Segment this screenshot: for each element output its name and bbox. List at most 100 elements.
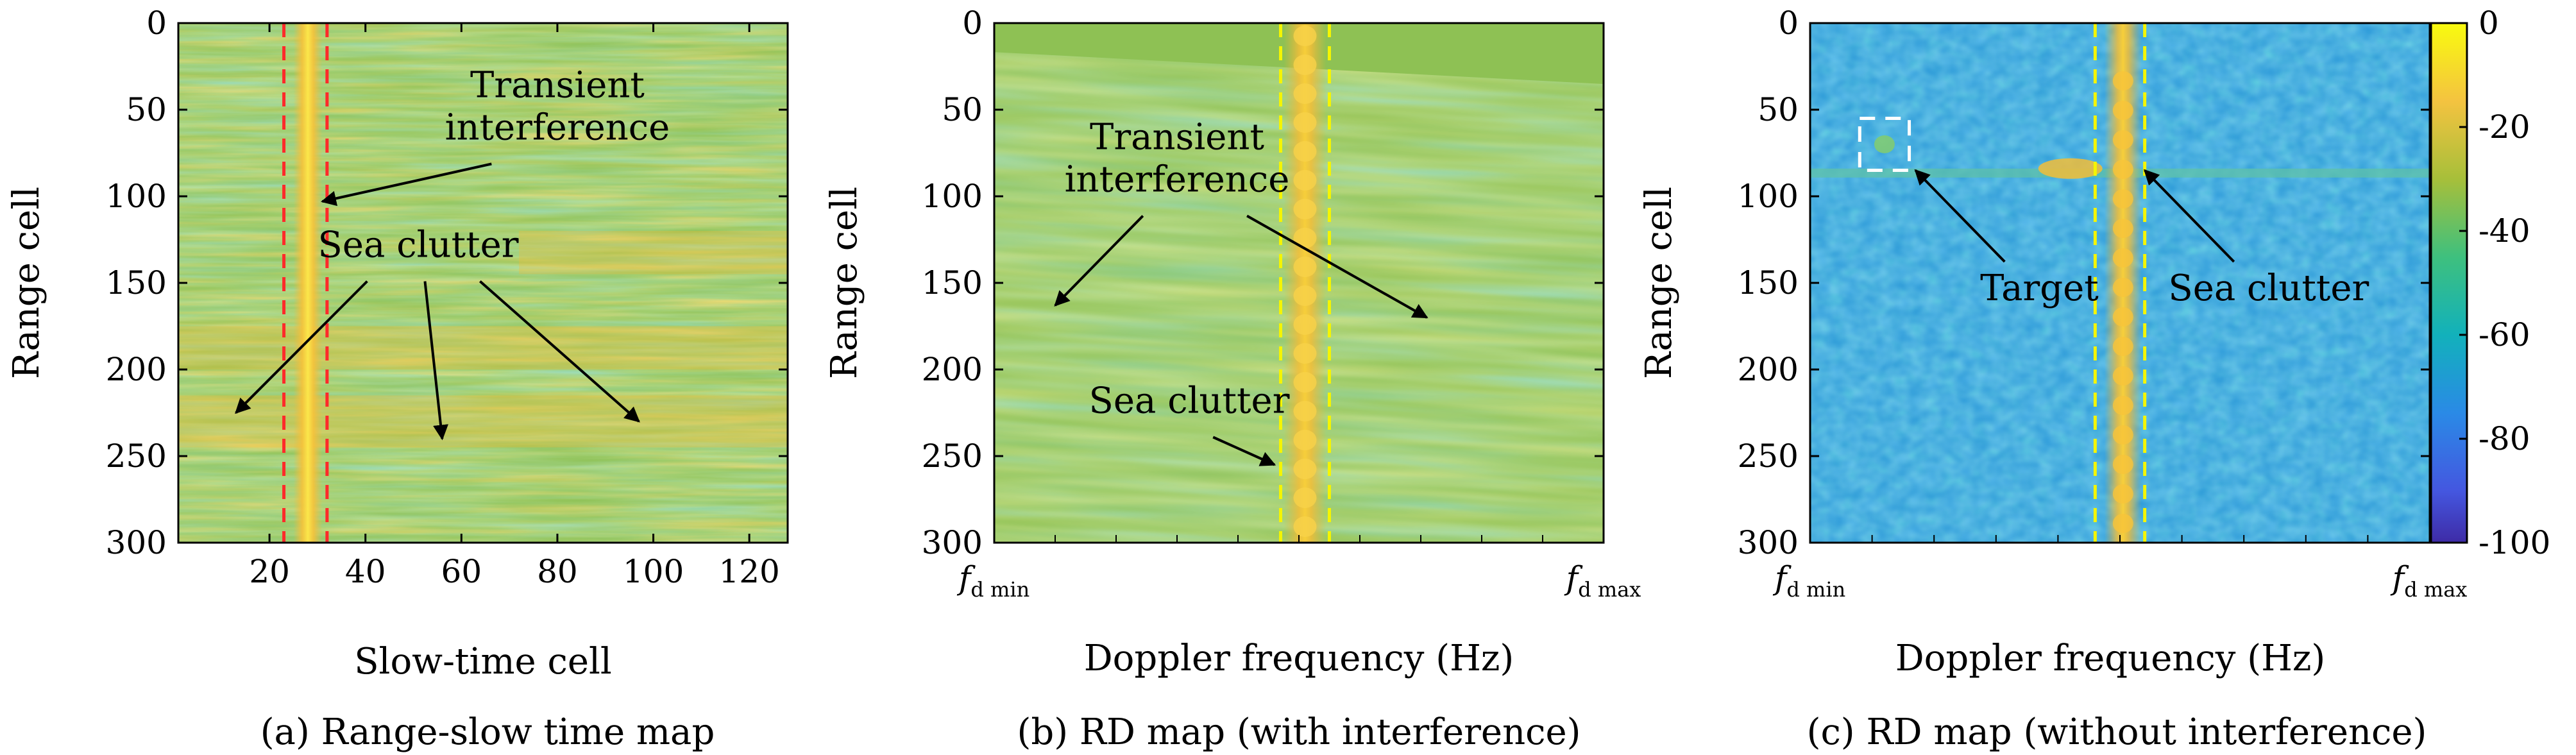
- clutter-blob: [1293, 372, 1317, 393]
- clutter-blob: [1293, 401, 1317, 421]
- clutter-blob: [1293, 459, 1317, 479]
- x-ticks-a: 20 40 60 80 100 120: [249, 23, 780, 590]
- ylabel-c: Range cell: [1638, 187, 1680, 379]
- clutter-blob: [1293, 314, 1317, 335]
- clutter-blob: [2112, 396, 2133, 415]
- x-tick-label: 100: [623, 553, 684, 590]
- annotation-arrow: [1914, 169, 2006, 263]
- clutter-blob: [1293, 55, 1317, 75]
- annotation-label: Target: [1980, 267, 2099, 309]
- xlabel-c: Doppler frequency (Hz): [1895, 638, 2326, 679]
- y-tick-label: 300: [922, 524, 983, 561]
- clutter-blob: [1293, 228, 1317, 248]
- annotation-label: Sea clutter: [318, 225, 519, 266]
- clutter-blob: [2112, 160, 2133, 179]
- y-tick-label: 50: [942, 91, 983, 128]
- x-tick-label: 20: [249, 553, 290, 590]
- y-tick-label: 250: [106, 437, 167, 475]
- y-tick-label: 150: [922, 264, 983, 301]
- colorbar-tick-label: 0: [2479, 4, 2499, 42]
- clutter-blob: [2112, 101, 2133, 120]
- y-tick-label: 300: [1738, 524, 1799, 561]
- clutter-blob: [2112, 130, 2133, 149]
- caption-c: (c) RD map (without interference): [1807, 711, 2427, 753]
- clutter-band-markers: [282, 23, 329, 543]
- colorbar-tick-label: -20: [2479, 108, 2530, 146]
- clutter-blob: [2112, 484, 2133, 504]
- clutter-blob: [1293, 488, 1317, 508]
- y-tick-label: 100: [1738, 178, 1799, 215]
- y-tick-label: 150: [106, 264, 167, 301]
- clutter-blob: [2112, 425, 2133, 445]
- clutter-blob: [2112, 248, 2133, 267]
- x-ticks-b: fd min fd max: [956, 535, 1641, 602]
- colorbar-tick-label: -100: [2479, 524, 2550, 561]
- annotation-label: Sea clutter: [1089, 380, 1290, 422]
- clutter-blob: [1293, 112, 1317, 133]
- y-tick-label: 150: [1738, 264, 1799, 301]
- clutter-region: [519, 231, 788, 275]
- annotation-arrow: [1246, 214, 1428, 319]
- clutter-blob: [1293, 83, 1317, 104]
- clutter-blob: [1293, 516, 1317, 537]
- clutter-blob: [2112, 366, 2133, 386]
- clutter-region: [178, 395, 788, 448]
- annotation-arrow: [1212, 436, 1276, 466]
- clutter-blob: [1293, 343, 1317, 364]
- xlabel-b: Doppler frequency (Hz): [1084, 638, 1514, 679]
- annotation-arrow: [2143, 169, 2235, 263]
- clutter-blob: [1293, 141, 1317, 162]
- colorbar-tick-label: -40: [2479, 212, 2530, 250]
- y-tick-label: 0: [146, 4, 167, 42]
- clutter-band-markers: [1279, 23, 1331, 543]
- heatmap-b: [994, 23, 1604, 543]
- annotation-arrow: [479, 280, 640, 423]
- x-tick-label: 120: [718, 553, 779, 590]
- clutter-blob: [2112, 514, 2133, 533]
- x-tick-label: 80: [537, 553, 578, 590]
- x-tick-label: 60: [441, 553, 482, 590]
- colorbar-tick-label: -80: [2479, 420, 2530, 457]
- y-tick-label: 100: [106, 178, 167, 215]
- clutter-blob: [1293, 26, 1317, 46]
- clutter-blob: [1293, 285, 1317, 306]
- x-tick-label: 40: [345, 553, 386, 590]
- colorbar-tick-label: -60: [2479, 316, 2530, 353]
- y-tick-label: 0: [962, 4, 983, 42]
- annotation-label: Sea clutter: [2168, 267, 2369, 309]
- y-tick-label: 100: [922, 178, 983, 215]
- caption-b: (b) RD map (with interference): [1017, 711, 1581, 753]
- y-tick-label: 200: [106, 351, 167, 388]
- annotation-arrow: [423, 281, 448, 441]
- clutter-blob: [2112, 71, 2133, 90]
- x-tick-label: fd min: [956, 559, 1030, 602]
- annotation-arrow: [235, 280, 368, 414]
- clutter-blob: [2112, 219, 2133, 238]
- y-tick-label: 250: [1738, 437, 1799, 475]
- clutter-blob: [2112, 278, 2133, 297]
- annotations-c: Target Sea clutter: [1914, 169, 2369, 309]
- clutter-blob: [2112, 307, 2133, 327]
- clutter-blob: [2112, 189, 2133, 208]
- y-tick-label: 200: [1738, 351, 1799, 388]
- colorbar-scale: 0 -20 -40 -60 -80 -100: [2430, 4, 2550, 561]
- clutter-blob: [1293, 430, 1317, 450]
- xlabel-a: Slow-time cell: [354, 641, 612, 683]
- heatmap-c: [1810, 23, 2430, 543]
- y-tick-label: 50: [1758, 91, 1799, 128]
- x-tick-label: fd max: [1564, 559, 1641, 602]
- y-tick-label: 300: [106, 524, 167, 561]
- annotation-arrow: [321, 162, 492, 207]
